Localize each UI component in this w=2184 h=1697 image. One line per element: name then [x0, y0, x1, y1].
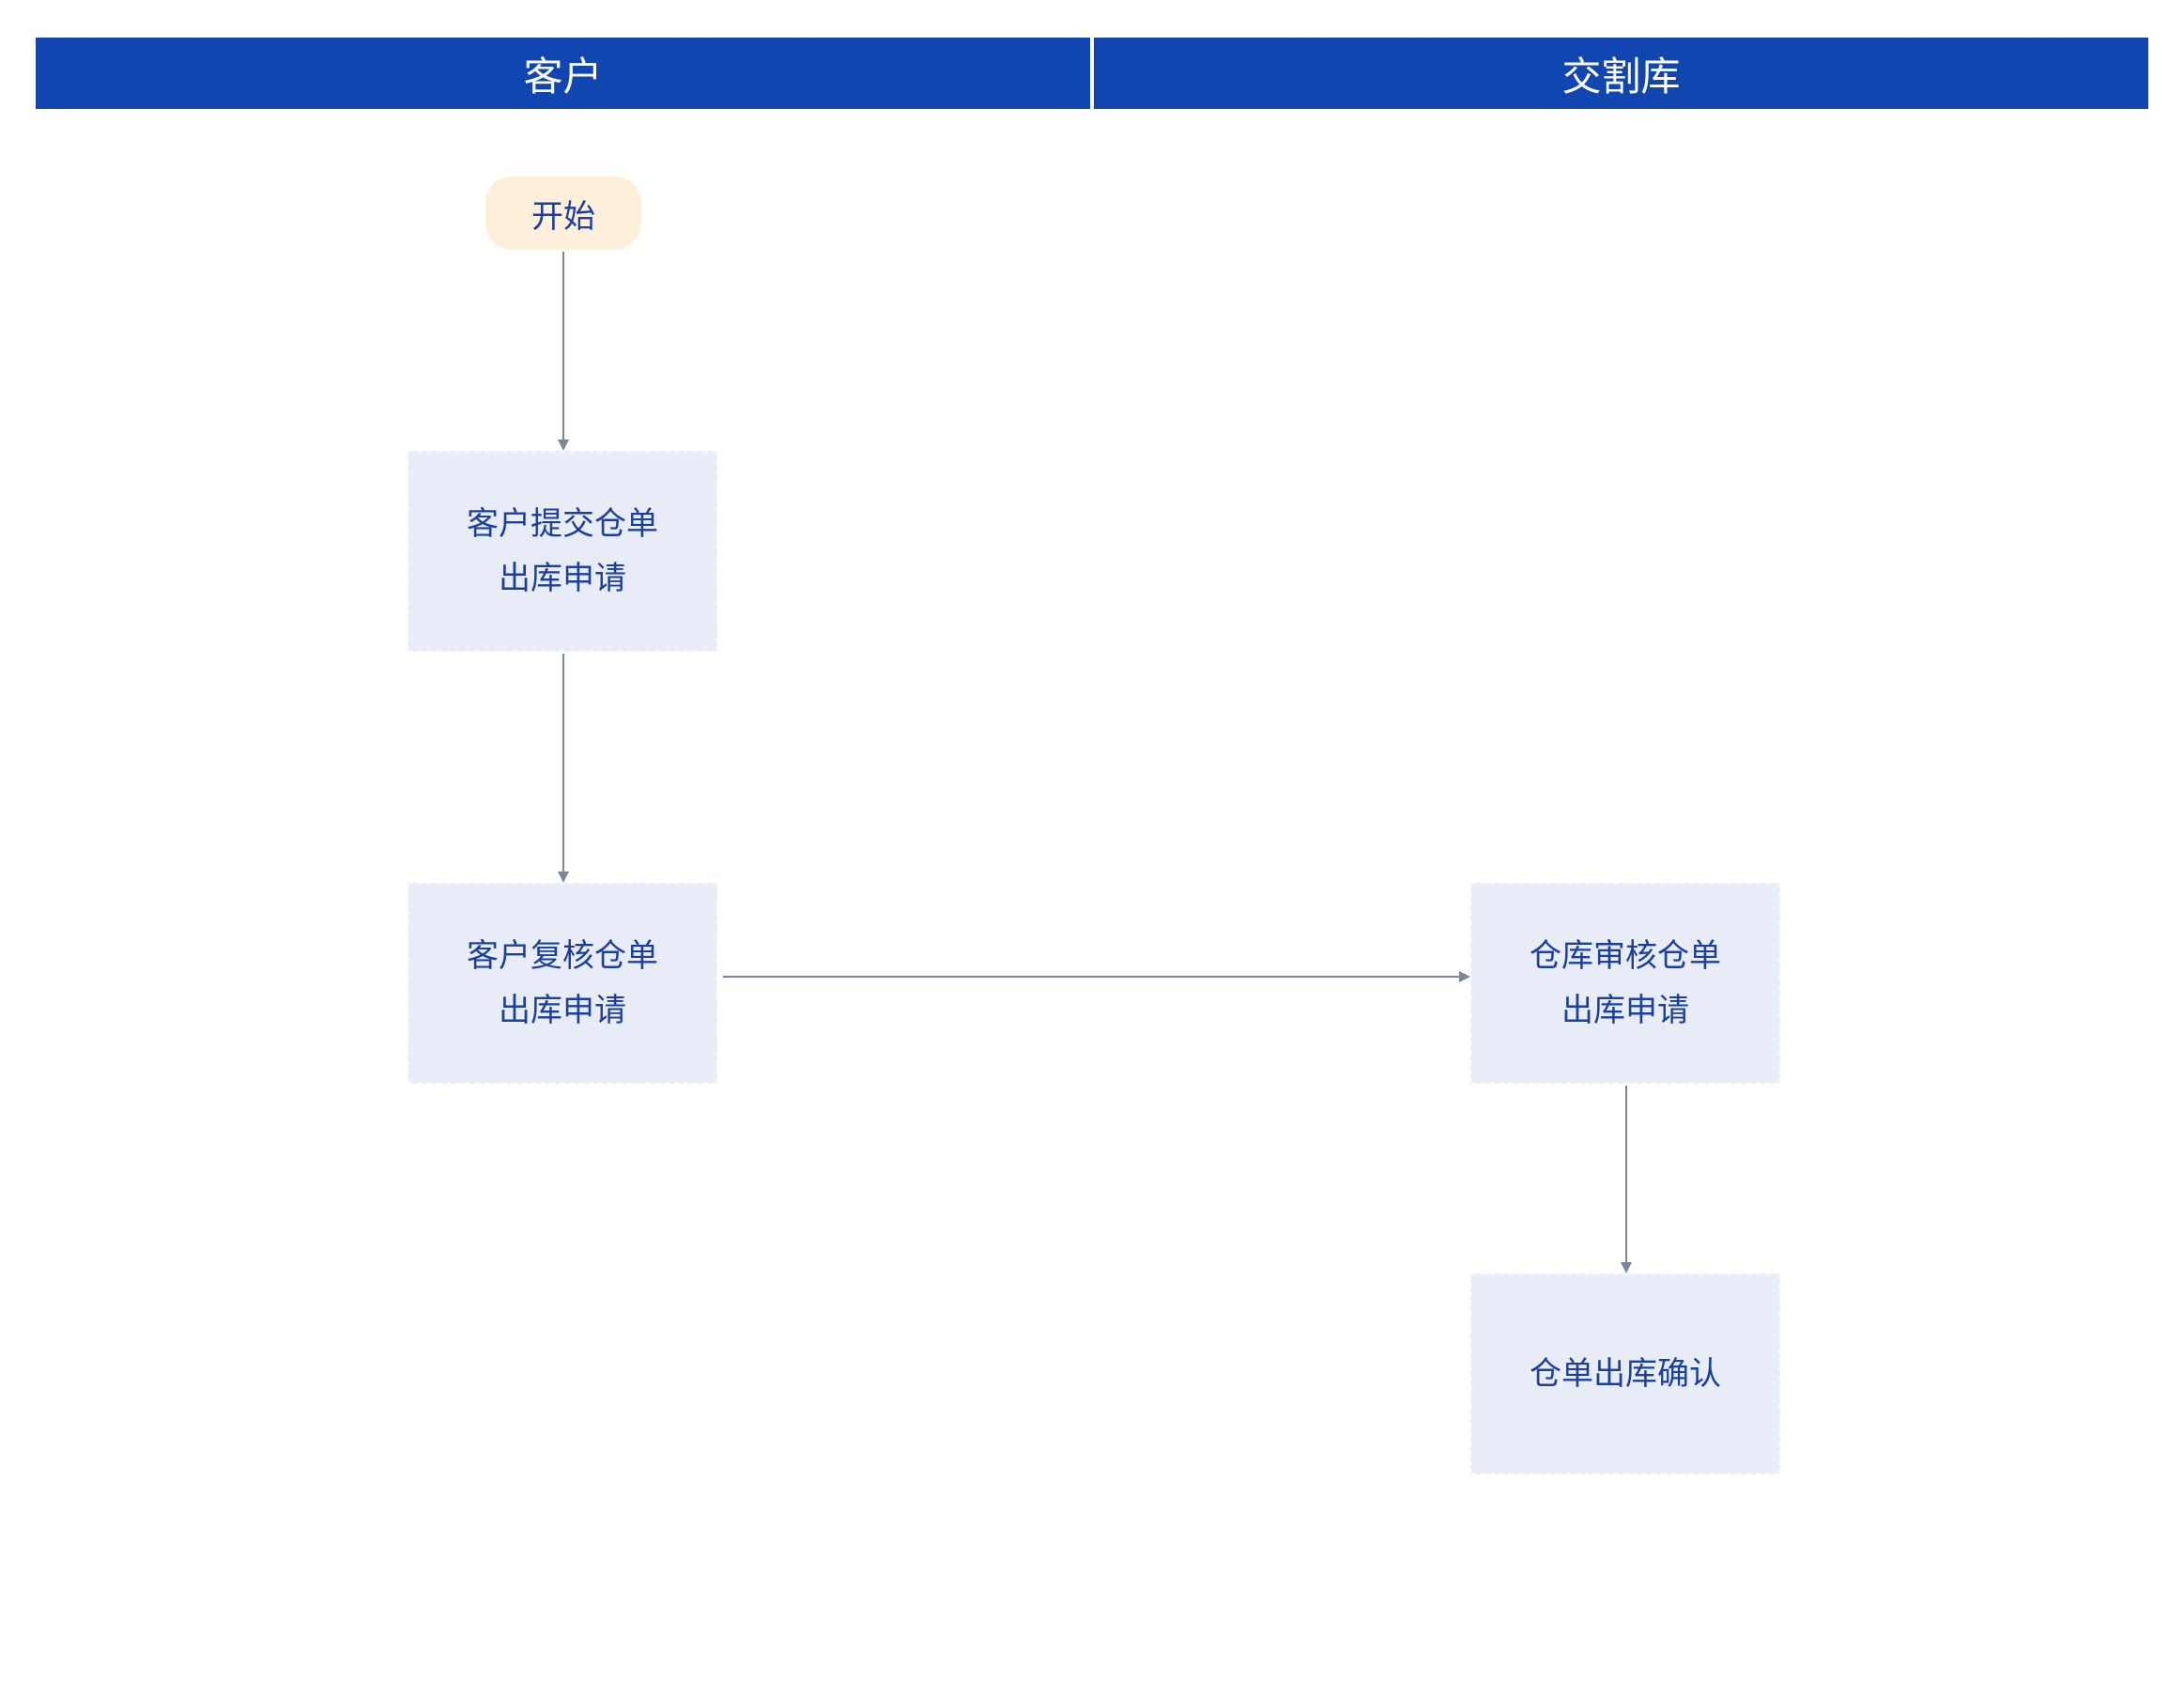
node-label-line: 仓单出库确认: [1530, 1355, 1721, 1393]
start-label: 开始: [531, 197, 595, 236]
lane-header-warehouse: 交割库: [1094, 38, 2148, 109]
start-node[interactable]: 开始: [485, 177, 641, 250]
process-review-request[interactable]: 客户复核仓单 出库申请: [408, 883, 717, 1084]
lane-title: 客户: [523, 53, 603, 100]
node-label-line: 仓库审核仓单: [1530, 937, 1721, 975]
node-label-line: 客户提交仓单: [467, 505, 658, 543]
node-label-line: 客户复核仓单: [467, 937, 658, 975]
lane-header-customer: 客户: [36, 38, 1090, 109]
node-label-line: 出库申请: [499, 560, 626, 597]
node-label-line: 出库申请: [499, 992, 626, 1029]
process-submit-request[interactable]: 客户提交仓单 出库申请: [408, 451, 717, 652]
process-warehouse-audit[interactable]: 仓库审核仓单 出库申请: [1470, 883, 1780, 1084]
lane-title: 交割库: [1561, 53, 1681, 100]
node-label-line: 出库申请: [1561, 992, 1689, 1029]
process-outbound-confirm[interactable]: 仓单出库确认: [1470, 1273, 1780, 1474]
